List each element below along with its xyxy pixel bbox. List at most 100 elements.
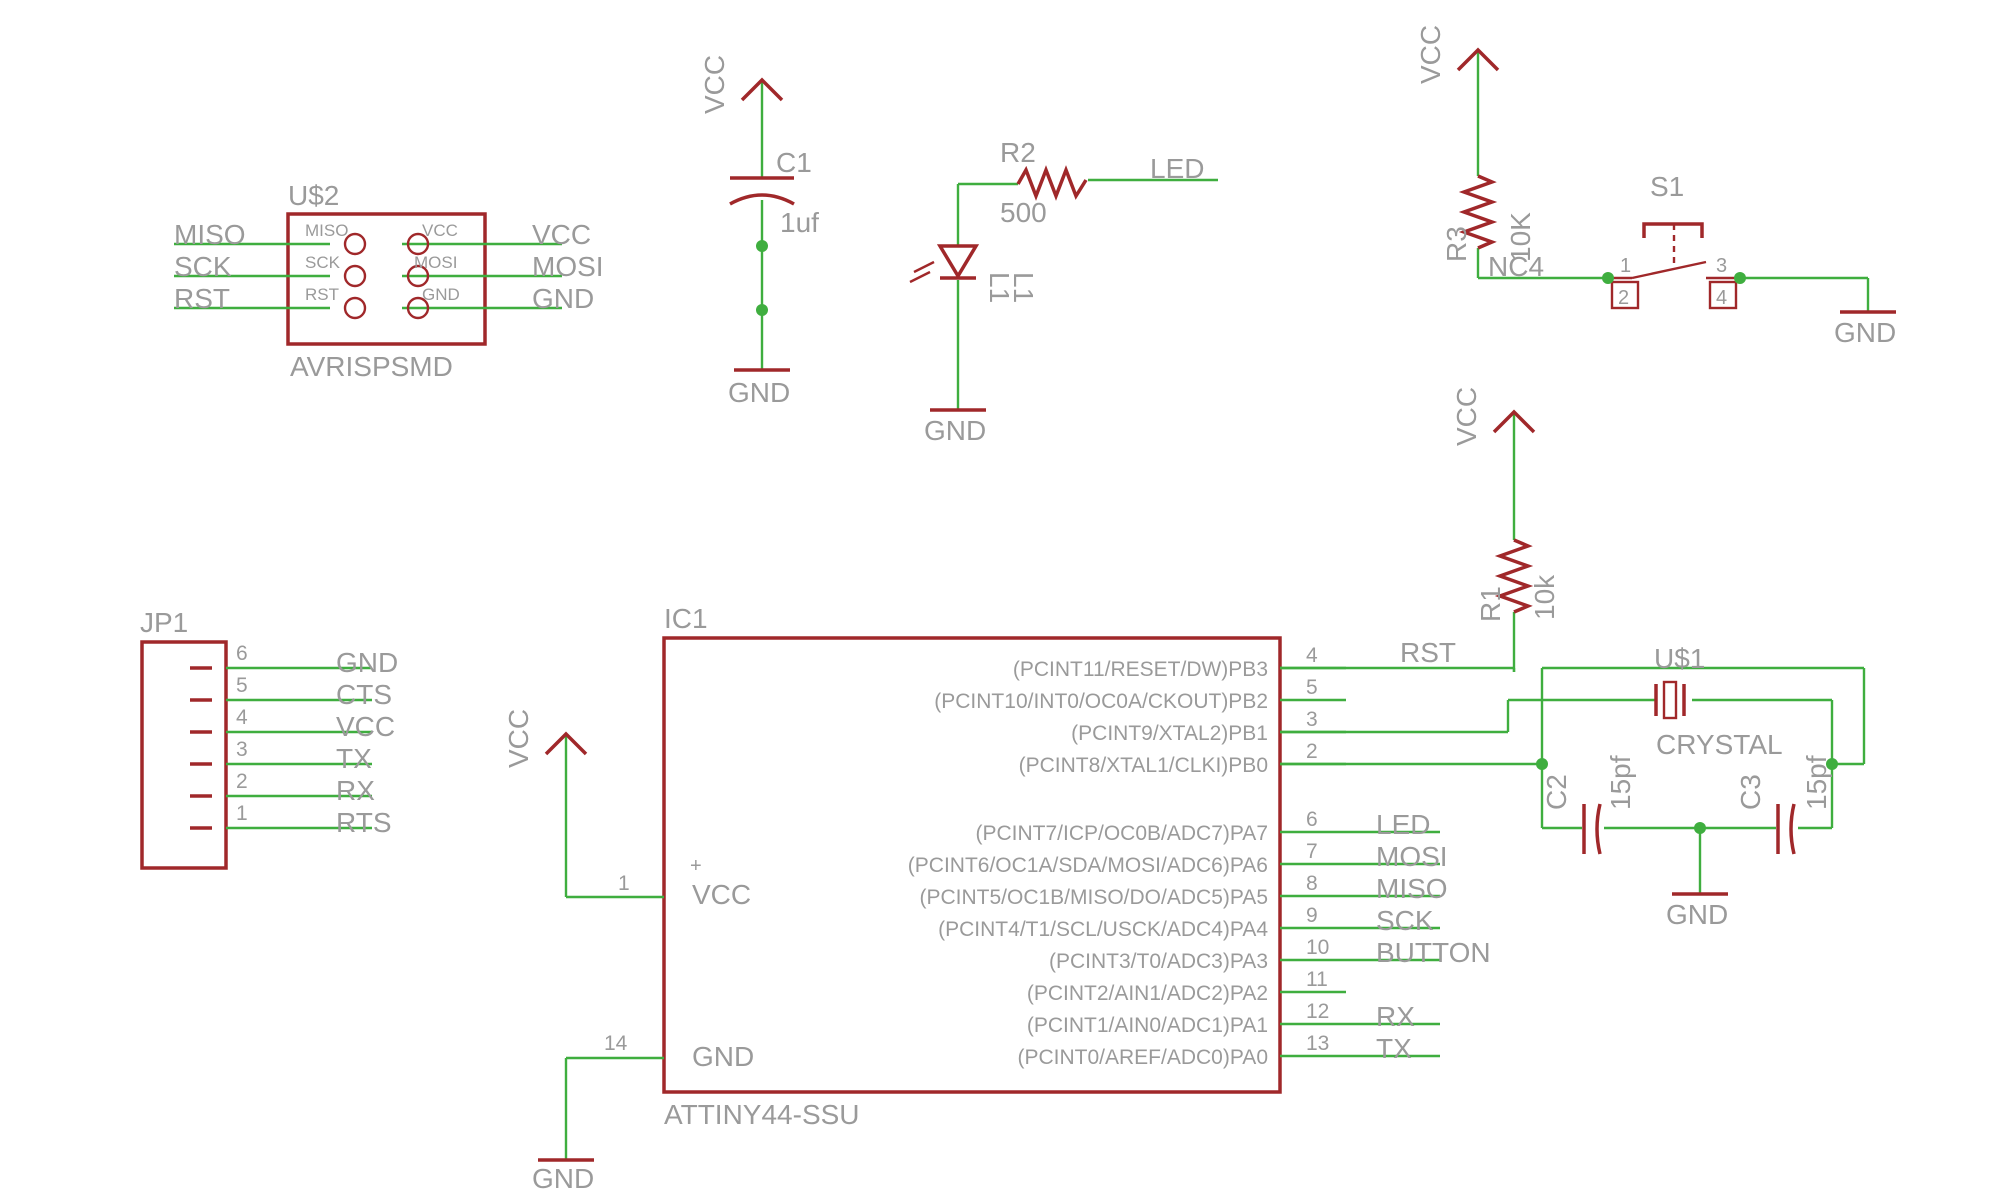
ic1-pin-14: 14 bbox=[604, 1032, 628, 1055]
crystal-network[interactable]: U$1 CRYSTAL C2 15pf C3 15pf GND bbox=[1280, 643, 1866, 930]
u2-net-vcc: VCC bbox=[532, 219, 591, 250]
jp1-name: JP1 bbox=[140, 607, 188, 638]
ic1-portb-pin-label: (PCINT9/XTAL2)PB1 bbox=[1071, 722, 1268, 745]
l1-name-2: L1 bbox=[1008, 272, 1039, 303]
s1-pin-3: 3 bbox=[1716, 255, 1727, 277]
u2-name: U$2 bbox=[288, 180, 339, 211]
ic1-name: IC1 bbox=[664, 603, 708, 634]
r1-value: 10k bbox=[1529, 574, 1560, 620]
jp1-net-label: GND bbox=[336, 647, 398, 678]
u2-net-mosi: MOSI bbox=[532, 251, 604, 282]
r3-name: R3 bbox=[1441, 226, 1472, 262]
s1-pin-1: 1 bbox=[1620, 255, 1631, 277]
jp1-net-label: CTS bbox=[336, 679, 392, 710]
ic1-porta-net-label: RX bbox=[1376, 1001, 1415, 1032]
ic1-portb-pin-label: (PCINT11/RESET/DW)PB3 bbox=[1013, 658, 1268, 681]
jp1-pin-number: 2 bbox=[236, 770, 248, 793]
s1-gnd-label: GND bbox=[1834, 317, 1896, 348]
jp1-pin-number: 1 bbox=[236, 802, 248, 825]
l1-name: L1 bbox=[984, 272, 1015, 303]
r1-name: R1 bbox=[1475, 586, 1506, 622]
jp1-pin-number: 3 bbox=[236, 738, 248, 761]
ic1-attiny44[interactable]: IC1 ATTINY44-SSU VCC 1 VCC + GND 14 GND … bbox=[503, 603, 1516, 1194]
ic1-porta-net-label: MISO bbox=[1376, 873, 1448, 904]
u1-value: CRYSTAL bbox=[1656, 729, 1783, 760]
jp1-net-label: RTS bbox=[336, 807, 392, 838]
jp1-rows: 6 GND 5 CTS 4 VCC 3 TX 2 RX 1 RTS bbox=[190, 642, 398, 838]
ic1-porta-pin-number: 13 bbox=[1306, 1032, 1329, 1055]
c3-name: C3 bbox=[1735, 774, 1766, 810]
u2-pin-sck: SCK bbox=[305, 253, 341, 272]
s1-pin-2: 2 bbox=[1618, 287, 1629, 309]
ic1-porta-pin-label: (PCINT3/T0/ADC3)PA3 bbox=[1049, 950, 1268, 973]
ic1-porta-pin-number: 10 bbox=[1306, 936, 1329, 959]
ic1-porta-pin-label: (PCINT2/AIN1/ADC2)PA2 bbox=[1027, 982, 1268, 1005]
c1-value: 1uf bbox=[780, 207, 819, 238]
ic1-vcc-power-label: VCC bbox=[503, 709, 534, 768]
r1-reset-pullup[interactable]: VCC R1 10k bbox=[1451, 387, 1560, 672]
ic1-porta-pin-number: 6 bbox=[1306, 808, 1318, 831]
ic1-gnd-power-label: GND bbox=[532, 1163, 594, 1194]
ic1-porta-pin-number: 8 bbox=[1306, 872, 1318, 895]
jp1-ftdi-header[interactable]: JP1 6 GND 5 CTS 4 VCC 3 TX 2 RX 1 RTS bbox=[140, 607, 398, 870]
u2-net-sck: SCK bbox=[174, 251, 232, 282]
ic1-porta-net-label: BUTTON bbox=[1376, 937, 1491, 968]
u2-value: AVRISPSMD bbox=[290, 351, 453, 382]
r2-name: R2 bbox=[1000, 137, 1036, 168]
ic1-plus-mark: + bbox=[690, 855, 702, 877]
ic1-porta-net-label: SCK bbox=[1376, 905, 1434, 936]
c2-value: 15pf bbox=[1605, 755, 1636, 810]
ic1-portb-net-label: RST bbox=[1400, 637, 1456, 668]
u2-net-gnd: GND bbox=[532, 283, 594, 314]
jp1-pin-number: 4 bbox=[236, 706, 248, 729]
ic1-value: ATTINY44-SSU bbox=[664, 1099, 860, 1130]
u2-pin-gnd: GND bbox=[422, 285, 460, 304]
jp1-net-label: RX bbox=[336, 775, 375, 806]
u2-pin-vcc: VCC bbox=[422, 221, 458, 240]
u2-pin-miso: MISO bbox=[305, 221, 348, 240]
ic1-porta-pin-label: (PCINT5/OC1B/MISO/DO/ADC5)PA5 bbox=[919, 886, 1268, 909]
jp1-pin-number: 6 bbox=[236, 642, 248, 665]
ic1-porta-net-label: TX bbox=[1376, 1033, 1412, 1064]
ic1-portb-pin-number: 3 bbox=[1306, 708, 1318, 731]
r1-vcc-label: VCC bbox=[1451, 387, 1482, 446]
c3-value: 15pf bbox=[1801, 755, 1832, 810]
ic1-gnd-label: GND bbox=[692, 1041, 754, 1072]
jp1-net-label: TX bbox=[336, 743, 372, 774]
s1-pin-4: 4 bbox=[1716, 287, 1727, 309]
ic1-porta-pin-label: (PCINT7/ICP/OC0B/ADC7)PA7 bbox=[975, 822, 1268, 845]
c1-gnd-label: GND bbox=[728, 377, 790, 408]
ic1-porta-pin-number: 9 bbox=[1306, 904, 1318, 927]
ic1-portb-pin-number: 2 bbox=[1306, 740, 1318, 763]
ic1-porta-net-label: MOSI bbox=[1376, 841, 1448, 872]
ic1-porta-pin-number: 7 bbox=[1306, 840, 1318, 863]
ic1-porta-pin-label: (PCINT1/AIN0/ADC1)PA1 bbox=[1027, 1014, 1268, 1037]
u2-net-miso: MISO bbox=[174, 219, 246, 250]
c2-name: C2 bbox=[1541, 774, 1572, 810]
l1-gnd-label: GND bbox=[924, 415, 986, 446]
crystal-gnd-label: GND bbox=[1666, 899, 1728, 930]
ic1-porta-pin-number: 11 bbox=[1306, 968, 1328, 991]
u2-net-rst: RST bbox=[174, 283, 230, 314]
ic1-vcc-label: VCC bbox=[692, 879, 751, 910]
r3-s1-button-branch[interactable]: VCC R3 10K NC4 S1 1 2 3 4 GND bbox=[1415, 25, 1896, 348]
c1-name: C1 bbox=[776, 147, 812, 178]
ic1-portb-pin-number: 4 bbox=[1306, 644, 1318, 667]
jp1-net-label: VCC bbox=[336, 711, 395, 742]
u2-avrisp-header[interactable]: U$2 AVRISPSMD MISO SCK RST VCC MOSI GND … bbox=[174, 180, 604, 382]
ic1-porta-pin-label: (PCINT4/T1/SCL/USCK/ADC4)PA4 bbox=[938, 918, 1268, 941]
ic1-porta-pin-number: 12 bbox=[1306, 1000, 1329, 1023]
ic1-portb-pin-number: 5 bbox=[1306, 676, 1318, 699]
ic1-portb-pin-label: (PCINT10/INT0/OC0A/CKOUT)PB2 bbox=[934, 690, 1268, 713]
c1-capacitor[interactable]: VCC C1 1uf GND bbox=[699, 55, 819, 408]
ic1-pin-1: 1 bbox=[618, 872, 630, 895]
s1-name: S1 bbox=[1650, 171, 1684, 202]
r2-value: 500 bbox=[1000, 197, 1047, 228]
r3-net-nc4: NC4 bbox=[1488, 251, 1544, 282]
u2-pin-rst: RST bbox=[305, 285, 339, 304]
ic1-porta-pin-label: (PCINT0/AREF/ADC0)PA0 bbox=[1018, 1046, 1269, 1069]
jp1-pin-number: 5 bbox=[236, 674, 248, 697]
r2-led-branch[interactable]: R2 500 LED L1 L1 GND bbox=[909, 137, 1218, 446]
